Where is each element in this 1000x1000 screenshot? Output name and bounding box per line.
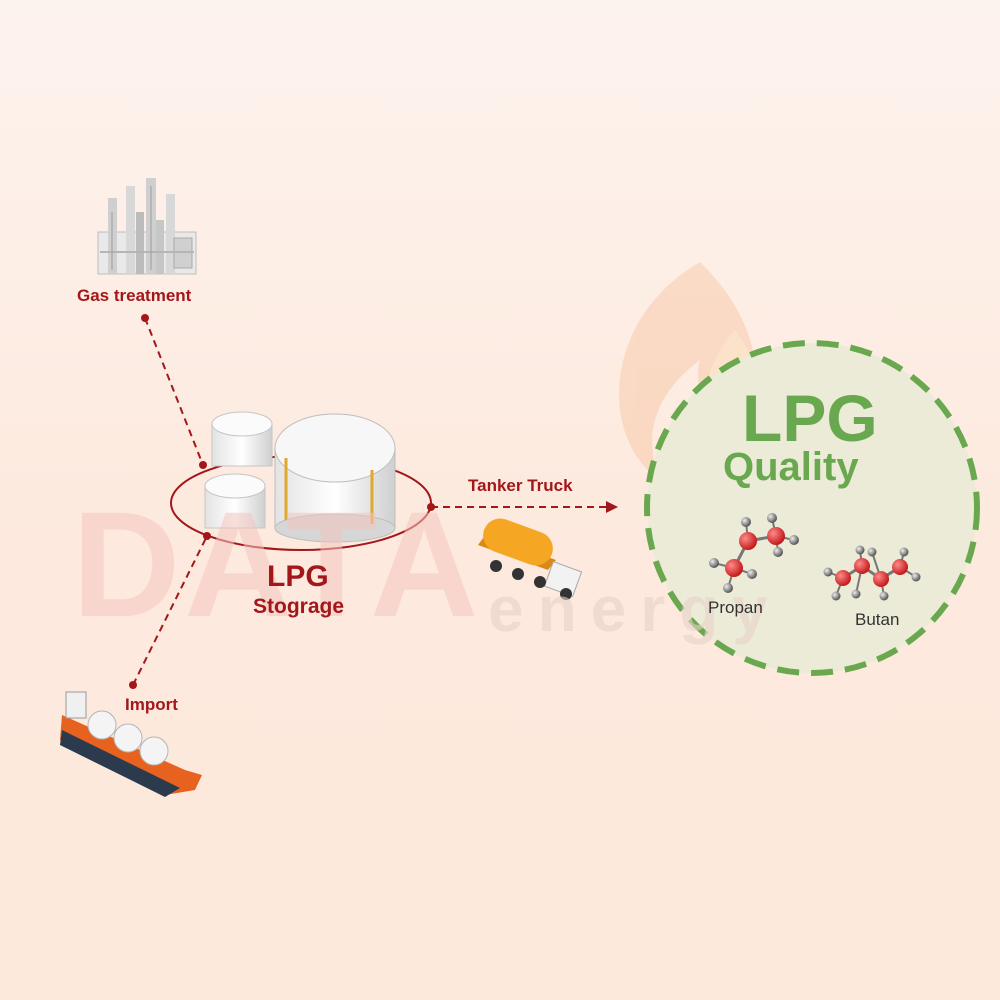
- storage-subtitle: Stograge: [253, 595, 345, 618]
- watermark-brand: DATA: [72, 480, 483, 648]
- node-dot: [141, 314, 149, 322]
- refinery-icon: [97, 178, 197, 275]
- arrow-head: [606, 501, 618, 513]
- tanker-truck-label: Tanker Truck: [468, 476, 573, 495]
- propane-label: Propan: [708, 598, 763, 617]
- watermark-brand-sub: energy: [488, 573, 782, 645]
- tanker-truck-icon: [478, 518, 583, 600]
- propane-molecule-icon: [709, 513, 799, 593]
- node-dot: [199, 461, 207, 469]
- butane-molecule-icon: [823, 545, 921, 601]
- connectors: [132, 317, 608, 686]
- storage-tanks-icon: [204, 411, 396, 543]
- node-dot: [129, 681, 137, 689]
- lpg-ship-icon: [60, 691, 202, 797]
- butane-label: Butan: [855, 610, 900, 629]
- gas-treatment-label: Gas treatment: [77, 286, 192, 305]
- import-label: Import: [125, 695, 178, 714]
- quality-title: LPG: [742, 381, 878, 455]
- quality-subtitle: Quality: [723, 445, 859, 489]
- storage-title: LPG: [267, 560, 329, 593]
